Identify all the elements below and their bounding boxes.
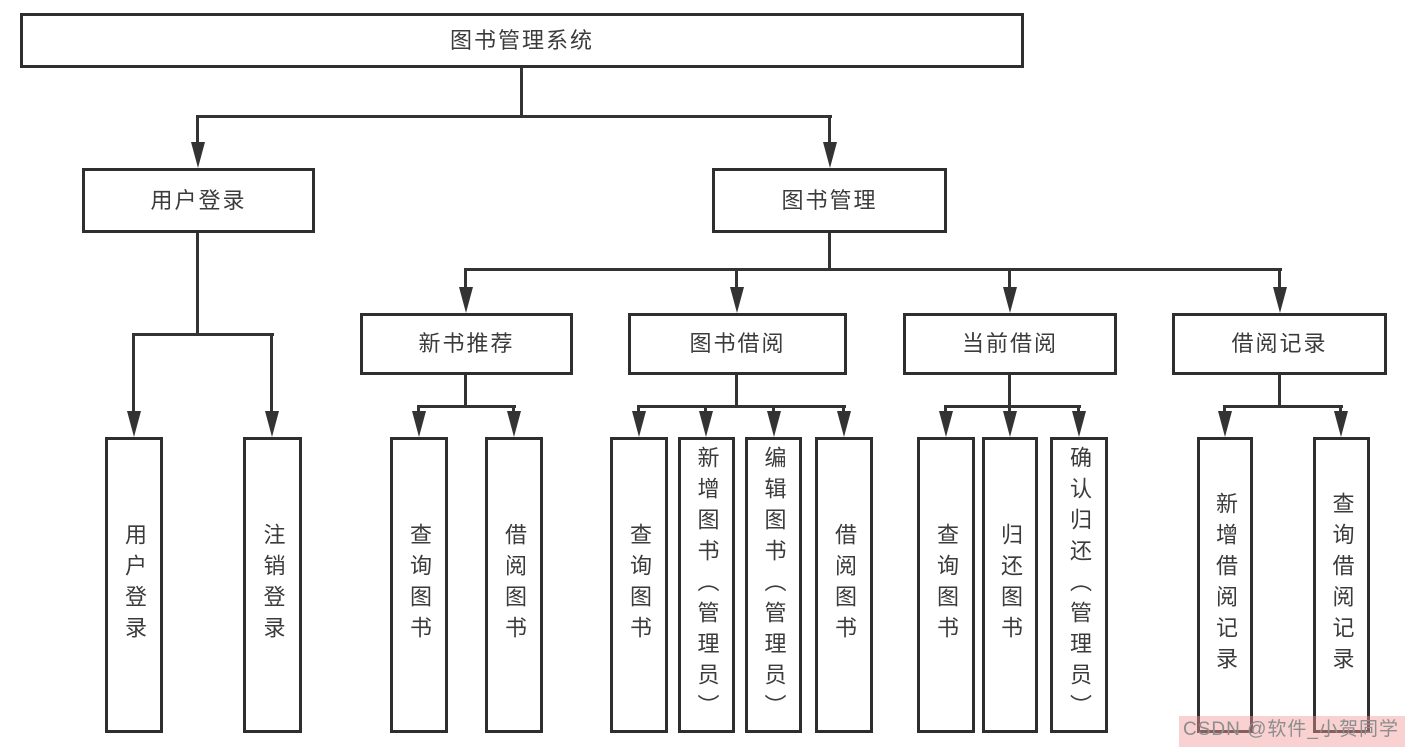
leaf-query-books-current-label: 查询图书 [934,523,959,647]
connector-line [196,115,832,118]
leaf-logout: 注销登录 [243,437,302,733]
watermark-text: CSDN @软件_小贺同学 [1183,719,1399,740]
arrow-down-icon [632,411,646,437]
node-current-borrowing-label: 当前借阅 [961,331,1058,356]
node-root-label: 图书管理系统 [449,27,594,53]
connector-line [270,335,273,419]
arrow-down-icon [1003,287,1017,313]
node-book-borrowing: 图书借阅 [628,313,847,375]
watermark-background [1179,716,1405,747]
leaf-edit-books-admin: 编辑图书（管理员） [745,437,802,733]
node-root: 图书管理系统 [20,13,1024,68]
node-book-management: 图书管理 [712,168,947,233]
node-user-login: 用户登录 [82,168,315,233]
arrow-down-icon [837,411,851,437]
arrow-down-icon [1334,411,1348,437]
arrow-down-icon [699,411,713,437]
leaf-borrow-books-label: 借阅图书 [832,523,857,647]
leaf-user-login: 用户登录 [105,437,163,733]
node-current-borrowing: 当前借阅 [903,313,1117,375]
arrow-down-icon [1003,411,1017,437]
leaf-confirm-return-admin: 确认归还（管理员） [1050,437,1108,733]
arrow-down-icon [507,411,521,437]
arrow-down-icon [459,287,473,313]
connector-line [1008,375,1011,407]
connector-line [132,333,274,336]
connector-line [1278,375,1281,407]
leaf-confirm-return-admin-label: 确认归还（管理员） [1067,445,1092,725]
leaf-add-borrow-record-label: 新增借阅记录 [1213,492,1238,678]
leaf-add-borrow-record: 新增借阅记录 [1197,437,1253,733]
node-new-book-recommend: 新书推荐 [360,313,573,375]
connector-line [417,405,516,408]
connector-line [520,68,523,117]
node-borrowing-records: 借阅记录 [1172,313,1387,375]
leaf-borrow-books-recommend-label: 借阅图书 [502,523,527,647]
leaf-add-books-admin: 新增图书（管理员） [678,437,735,733]
connector-line [1008,270,1011,295]
leaf-return-books: 归还图书 [982,437,1038,733]
arrow-down-icon [1072,411,1086,437]
arrow-down-icon [191,142,205,168]
leaf-borrow-books-recommend: 借阅图书 [485,437,543,733]
connector-line [735,375,738,407]
connector-line [464,270,467,295]
arrow-down-icon [127,411,141,437]
node-book-management-label: 图书管理 [781,187,878,213]
connector-line [196,233,199,335]
connector-line [464,375,467,407]
leaf-borrow-books: 借阅图书 [815,437,873,733]
arrow-down-icon [767,411,781,437]
connector-line [196,117,199,150]
leaf-add-books-admin-label: 新增图书（管理员） [694,445,720,725]
connector-line [828,233,831,270]
arrow-down-icon [412,411,426,437]
node-new-book-recommend-label: 新书推荐 [418,331,515,356]
leaf-logout-label: 注销登录 [260,523,286,647]
leaf-query-books-borrowing-label: 查询图书 [627,523,652,647]
connector-line [464,268,1282,271]
connector-line [1223,405,1343,408]
node-borrowing-records-label: 借阅记录 [1231,331,1328,356]
leaf-query-books-recommend-label: 查询图书 [407,523,432,647]
arrow-down-icon [823,142,837,168]
leaf-query-books-recommend: 查询图书 [390,437,448,733]
node-book-borrowing-label: 图书借阅 [689,331,786,356]
leaf-user-login-label: 用户登录 [122,523,147,647]
connector-line [637,405,846,408]
leaf-query-books-borrowing: 查询图书 [610,437,668,733]
leaf-edit-books-admin-label: 编辑图书（管理员） [761,445,787,725]
leaf-return-books-label: 归还图书 [998,523,1023,647]
arrow-down-icon [939,411,953,437]
connector-line [1278,270,1281,295]
connector-line [132,335,135,419]
connector-line [735,270,738,295]
arrow-down-icon [1218,411,1232,437]
connector-line [828,117,831,150]
leaf-query-borrow-record: 查询借阅记录 [1313,437,1370,733]
connector-line [944,405,1081,408]
arrow-down-icon [730,287,744,313]
leaf-query-books-current: 查询图书 [917,437,975,733]
arrow-down-icon [1273,287,1287,313]
arrow-down-icon [265,411,279,437]
node-user-login-label: 用户登录 [150,187,247,213]
leaf-query-borrow-record-label: 查询借阅记录 [1329,492,1355,678]
